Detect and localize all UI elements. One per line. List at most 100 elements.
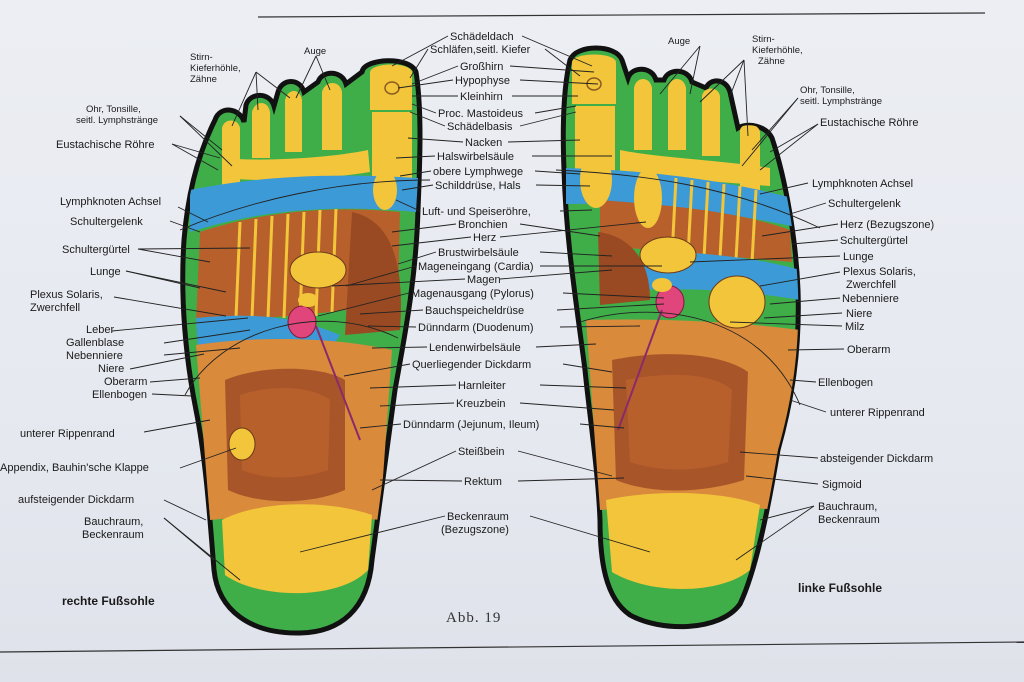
leader-line [149, 377, 201, 383]
label-schaedelbasis: Schädelbasis [447, 121, 513, 133]
leader-line [395, 155, 436, 159]
leader-line [759, 182, 809, 195]
label-magen: Magen [467, 274, 501, 286]
label-r-appendix: Appendix, Bauhin'sche Klappe [0, 462, 149, 474]
leader-line [169, 220, 201, 233]
leader-line [689, 45, 701, 95]
label-magenausgang: Magenausgang (Pylorus) [411, 288, 534, 300]
label-l-eustachische: Eustachische Röhre [820, 117, 918, 129]
leader-line [519, 223, 601, 237]
left-small-spot [652, 278, 672, 292]
leader-line [397, 79, 454, 89]
label-r-aufsteigender: aufsteigender Dickdarm [18, 494, 134, 506]
leader-line [791, 239, 839, 245]
leader-line [295, 55, 317, 99]
leader-line [534, 105, 577, 114]
label-l-zaehne: Zähne [758, 56, 785, 67]
left-pituitary-spot [586, 77, 602, 91]
leader-line [113, 296, 227, 317]
label-r-eustachische: Eustachische Röhre [56, 139, 154, 151]
leader-line [689, 255, 841, 263]
label-r-nebenniere: Nebenniere [66, 350, 123, 362]
right-shoulder-line [179, 179, 431, 231]
label-r-schultergelenk: Schultergelenk [70, 216, 143, 228]
label-l-ohr: Ohr, Tonsille, [800, 85, 855, 96]
label-luftroehre: Luft- und Speiseröhre, [422, 206, 531, 218]
leader-line [371, 450, 457, 491]
label-r-auge: Auge [304, 46, 326, 57]
leader-line [787, 348, 845, 351]
leader-line [255, 71, 259, 111]
leader-line [544, 48, 581, 77]
caption-left-sole: linke Fußsohle [798, 581, 882, 595]
label-proc-mastoideus: Proc. Mastoideus [438, 108, 523, 120]
left-spleen-spot [708, 275, 766, 329]
label-l-nebenniere: Nebenniere [842, 293, 899, 305]
leader-line [179, 115, 233, 167]
left-ureter-line [617, 309, 663, 431]
leader-line [331, 278, 466, 287]
label-rektum: Rektum [464, 476, 502, 488]
leader-line [535, 343, 597, 348]
label-jejunum: Dünndarm (Jejunum, Ileum) [403, 419, 539, 431]
left-sole [555, 45, 821, 630]
leader-line [151, 393, 193, 397]
leader-line [395, 199, 421, 212]
label-harnleiter: Harnleiter [458, 380, 506, 392]
label-l-oberarm: Oberarm [847, 344, 890, 356]
leader-line [769, 297, 841, 305]
label-obere-lymphwege: obere Lymphwege [433, 166, 523, 178]
label-r-lymphknoten: Lymphknoten Achsel [60, 196, 161, 208]
label-r-bauchraum: Bauchraum, [84, 516, 143, 528]
leader-line [769, 123, 819, 153]
label-kleinhirn: Kleinhirn [460, 91, 503, 103]
figure-number: Abb. 19 [446, 610, 501, 626]
left-thyroid-spot [580, 152, 612, 208]
leader-line [559, 209, 593, 212]
leader-line [519, 79, 599, 85]
leader-line [562, 292, 665, 299]
caption-right-sole: rechte Fußsohle [62, 594, 155, 608]
right-small-spot [298, 293, 318, 307]
leader-line [507, 139, 581, 143]
leader-line [579, 423, 625, 429]
label-l-bauchraum: Bauchraum, [818, 501, 877, 513]
leader-line [371, 346, 428, 349]
leader-line [163, 517, 241, 581]
label-l-kieferhoehle: Kieferhöhle, [752, 45, 803, 56]
leader-line [163, 499, 207, 521]
leader-line [789, 202, 827, 215]
leader-line [345, 265, 417, 287]
label-r-kieferhoehle: Kieferhöhle, [190, 63, 241, 74]
label-r-lunge: Lunge [90, 266, 121, 278]
leader-line [529, 515, 651, 553]
label-r-gallenblase: Gallenblase [66, 337, 124, 349]
leader-line [391, 236, 472, 247]
label-l-lymphstraenge: seitl. Lymphstränge [800, 96, 882, 107]
label-brustwirbelsaeule: Brustwirbelsäule [438, 247, 519, 259]
leader-line [317, 292, 410, 317]
labels: Schädeldach Schläfen,seitl. Kiefer Großh… [0, 31, 934, 626]
label-r-rippenrand: unterer Rippenrand [20, 428, 115, 440]
leader-line [499, 221, 647, 238]
leader-line [539, 251, 613, 257]
label-schlaefen: Schläfen,seitl. Kiefer [430, 44, 531, 56]
leader-line [735, 505, 815, 561]
label-r-beckenraum: Beckenraum [82, 529, 144, 541]
leader-line [517, 450, 613, 477]
leader-line [741, 97, 799, 167]
leader-line [379, 402, 455, 407]
left-lung-spot [639, 236, 697, 274]
label-schaedeldach: Schädeldach [450, 31, 514, 43]
leader-line [397, 251, 437, 265]
label-beckenraum: Beckenraum [447, 511, 509, 523]
label-r-lymphstraenge: seitl. Lymphstränge [76, 115, 158, 126]
leader-line [255, 71, 291, 99]
label-lendenwirbelsaeule: Lendenwirbelsäule [429, 342, 521, 354]
leader-line [367, 325, 417, 328]
left-heart-spot [634, 168, 662, 228]
leader-line [759, 271, 841, 287]
leader-line [343, 363, 411, 377]
label-steissbein: Steißbein [458, 446, 504, 458]
